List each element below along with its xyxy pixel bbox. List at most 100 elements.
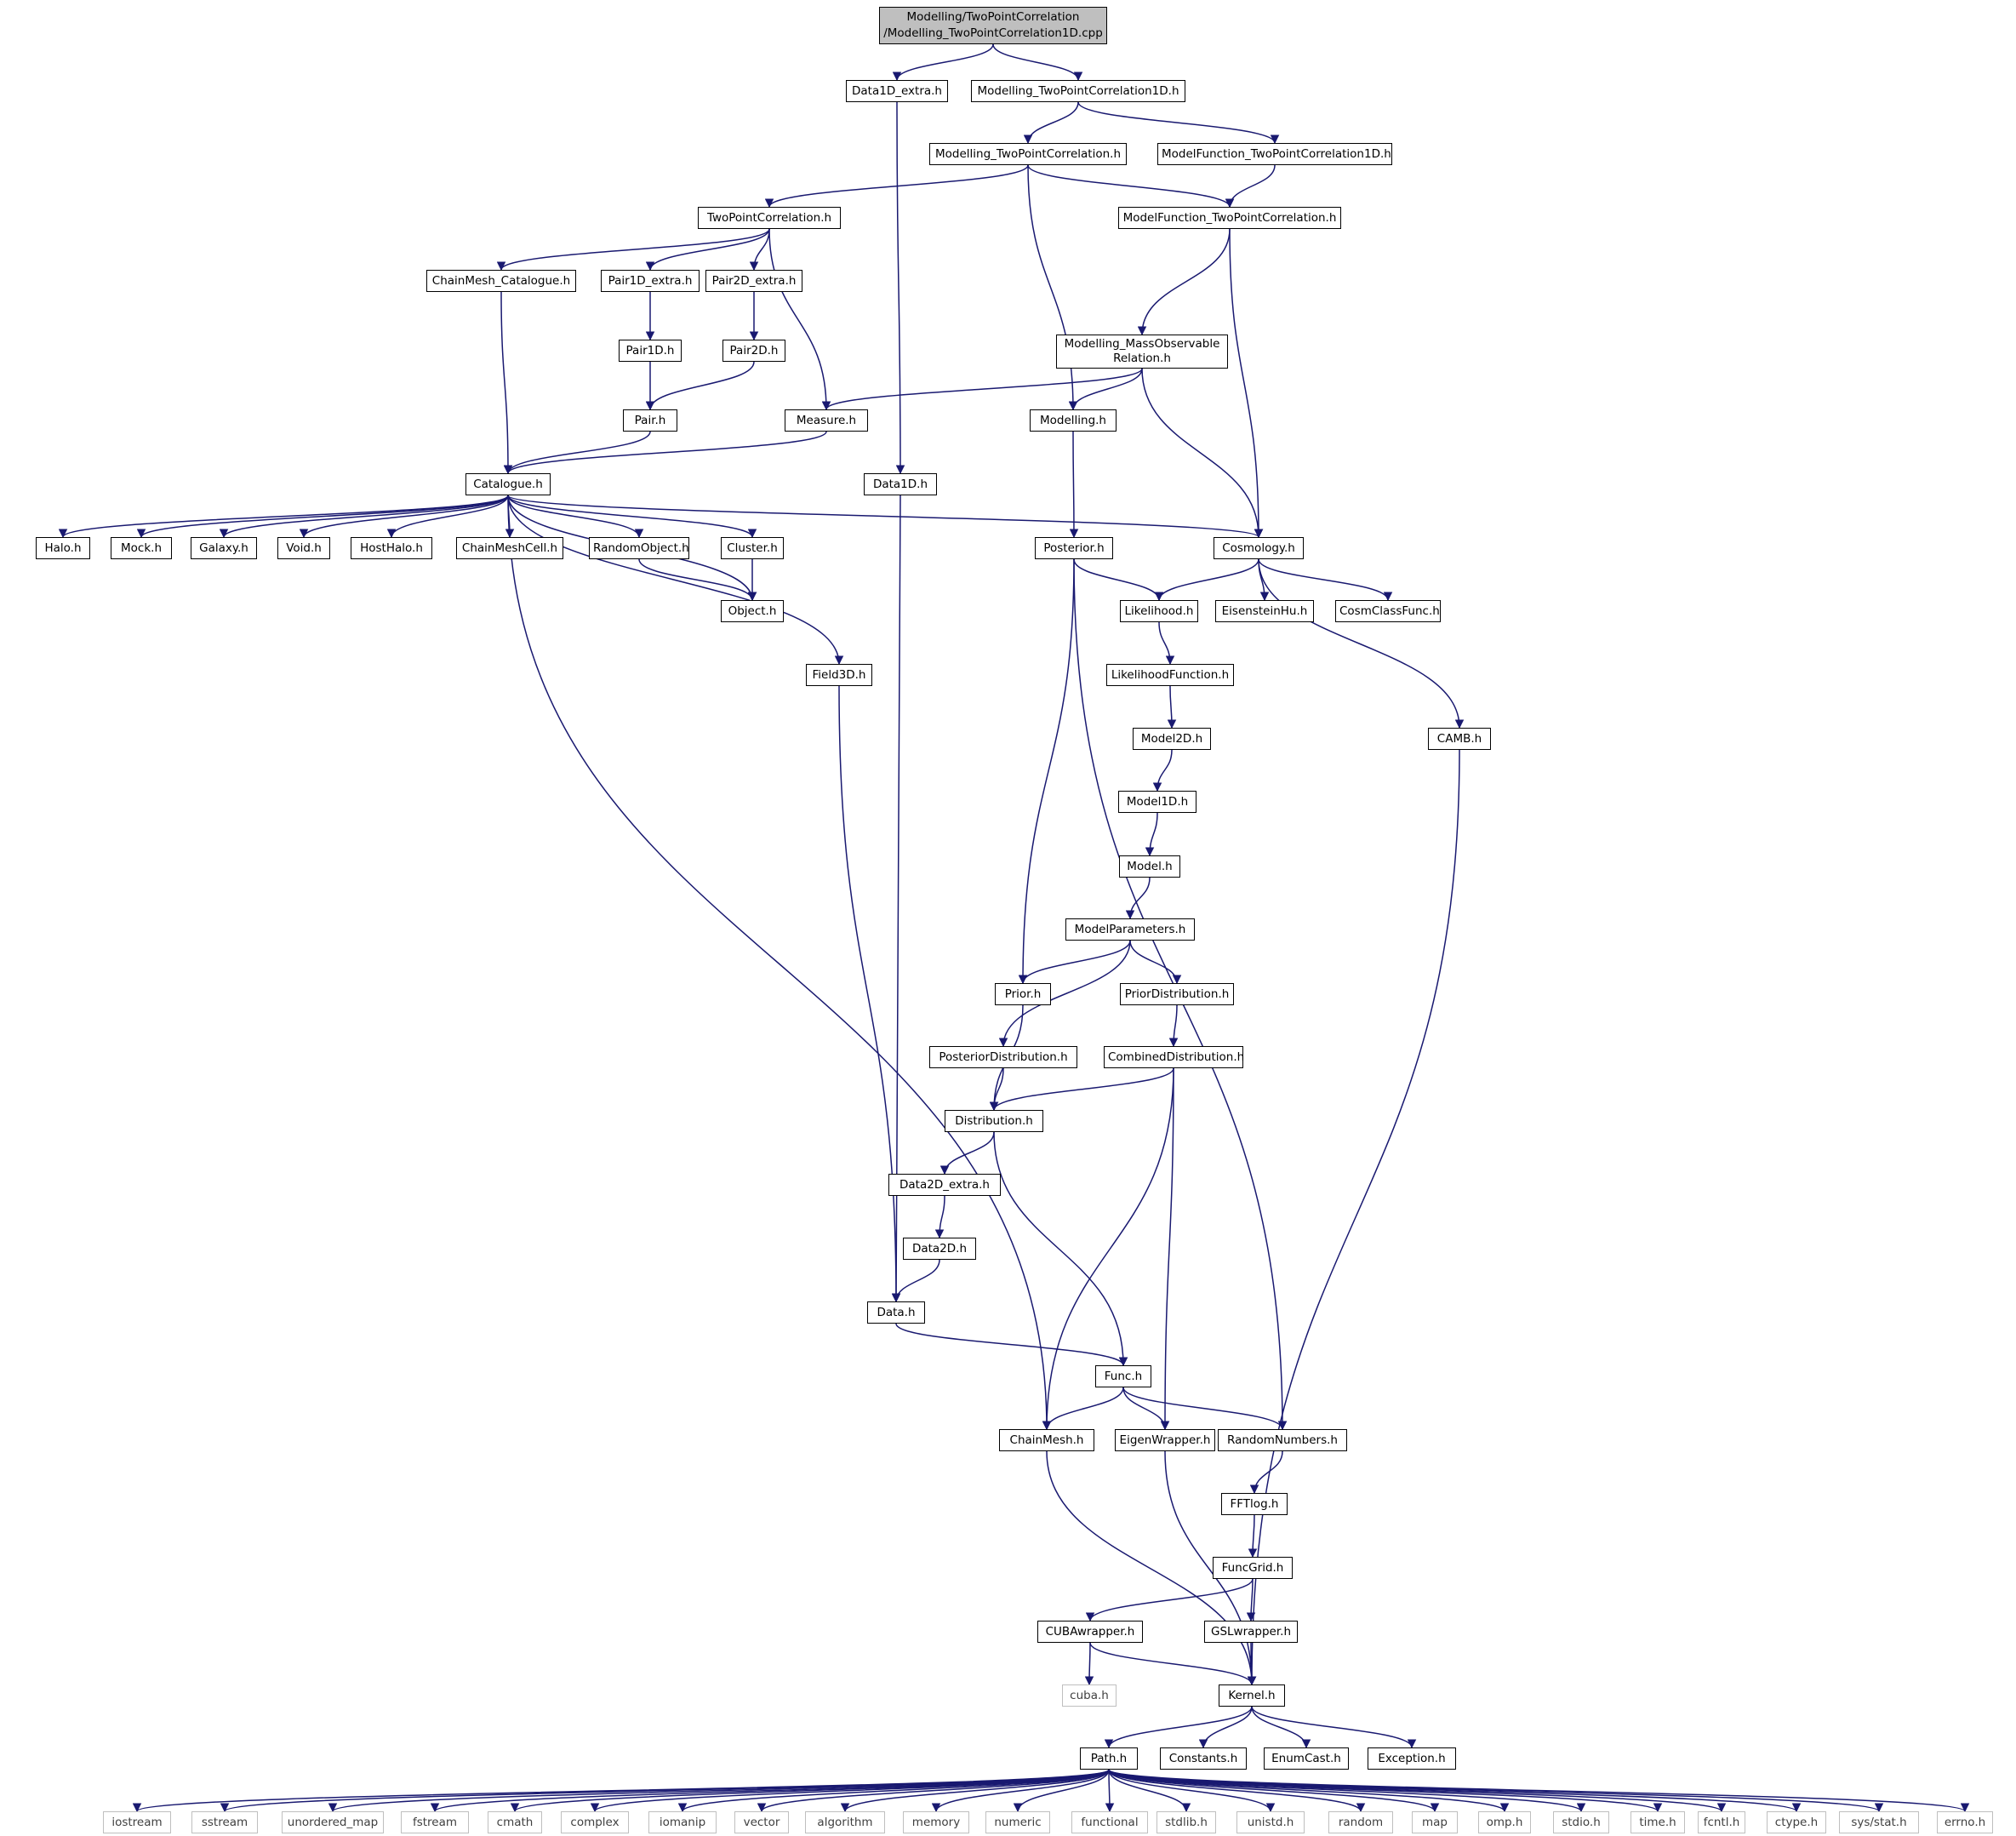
- node-posterior[interactable]: Posterior.h: [1035, 537, 1113, 559]
- edge-func-to-chainmesh: [1042, 1387, 1124, 1431]
- node-func[interactable]: Func.h: [1095, 1365, 1151, 1387]
- node-label: GSLwrapper.h: [1210, 1625, 1292, 1639]
- node-likelihood[interactable]: Likelihood.h: [1120, 600, 1198, 622]
- node-object[interactable]: Object.h: [721, 600, 784, 622]
- node-exception[interactable]: Exception.h: [1368, 1747, 1456, 1770]
- node-label: EnumCast.h: [1271, 1752, 1341, 1765]
- node-data1d[interactable]: Data1D.h: [864, 473, 937, 495]
- node-label: Model2D.h: [1140, 732, 1203, 746]
- node-eigen[interactable]: EigenWrapper.h: [1115, 1429, 1215, 1451]
- node-s-algorithm: algorithm: [805, 1811, 885, 1833]
- node-s-iomanip: iomanip: [648, 1811, 717, 1833]
- node-model[interactable]: Model.h: [1119, 855, 1180, 878]
- node-funcgrid[interactable]: FuncGrid.h: [1213, 1557, 1293, 1579]
- edge-modelparams-to-postdist: [998, 940, 1131, 1048]
- node-data[interactable]: Data.h: [867, 1301, 925, 1324]
- node-model2d[interactable]: Model2D.h: [1133, 728, 1211, 750]
- node-data2d[interactable]: Data2D.h: [903, 1238, 976, 1260]
- node-label: unistd.h: [1247, 1816, 1294, 1829]
- node-label: Pair1D.h: [625, 344, 675, 357]
- edge-mtpc-to-modelling: [1027, 164, 1078, 411]
- node-s-map: map: [1412, 1811, 1458, 1833]
- node-likefunc[interactable]: LikelihoodFunction.h: [1106, 664, 1234, 686]
- node-label: Posterior.h: [1043, 541, 1105, 555]
- node-pair1dx[interactable]: Pair1D_extra.h: [601, 270, 700, 292]
- node-label: PriorDistribution.h: [1124, 987, 1230, 1001]
- node-halo[interactable]: Halo.h: [36, 537, 90, 559]
- node-cosmclass[interactable]: CosmClassFunc.h: [1335, 600, 1441, 622]
- edge-catalogue-to-randobj: [507, 495, 644, 539]
- node-randobj[interactable]: RandomObject.h: [589, 537, 689, 559]
- node-enumcast[interactable]: EnumCast.h: [1264, 1747, 1349, 1770]
- node-gslw[interactable]: GSLwrapper.h: [1204, 1621, 1298, 1643]
- node-data2dx[interactable]: Data2D_extra.h: [888, 1174, 1001, 1196]
- node-camb[interactable]: CAMB.h: [1428, 728, 1491, 750]
- edge-tpc-to-measure: [768, 228, 831, 411]
- edge-path-to-s_ctype: [1108, 1769, 1801, 1813]
- node-catalogue[interactable]: Catalogue.h: [465, 473, 551, 495]
- node-galaxy[interactable]: Galaxy.h: [191, 537, 257, 559]
- node-label: errno.h: [1944, 1816, 1986, 1829]
- node-modelparams[interactable]: ModelParameters.h: [1065, 918, 1195, 941]
- node-label: CAMB.h: [1436, 732, 1482, 746]
- node-mftpc[interactable]: ModelFunction_TwoPointCorrelation.h: [1118, 207, 1341, 229]
- node-mock[interactable]: Mock.h: [111, 537, 172, 559]
- node-pair2dx[interactable]: Pair2D_extra.h: [705, 270, 802, 292]
- node-label: ctype.h: [1774, 1816, 1819, 1829]
- node-priordist[interactable]: PriorDistribution.h: [1120, 983, 1234, 1005]
- node-combdist[interactable]: CombinedDistribution.h: [1104, 1046, 1244, 1068]
- edge-path-to-s_vector: [757, 1769, 1110, 1813]
- node-kernel[interactable]: Kernel.h: [1219, 1684, 1285, 1707]
- node-postdist[interactable]: PosteriorDistribution.h: [929, 1046, 1077, 1068]
- node-label: CUBAwrapper.h: [1045, 1625, 1135, 1639]
- edge-mtpc1d-to-mftpc1d: [1077, 101, 1280, 145]
- node-cmcell[interactable]: ChainMeshCell.h: [456, 537, 563, 559]
- node-prior[interactable]: Prior.h: [995, 983, 1051, 1005]
- node-pair1d[interactable]: Pair1D.h: [619, 340, 682, 362]
- node-measure[interactable]: Measure.h: [785, 409, 868, 432]
- node-label: unordered_map: [287, 1816, 379, 1829]
- node-cluster[interactable]: Cluster.h: [721, 537, 784, 559]
- node-cosmology[interactable]: Cosmology.h: [1214, 537, 1304, 559]
- node-constants[interactable]: Constants.h: [1160, 1747, 1247, 1770]
- node-chainmesh[interactable]: ChainMesh.h: [999, 1429, 1094, 1451]
- edge-mtpc-to-mftpc: [1027, 164, 1235, 209]
- node-s-memory: memory: [903, 1811, 969, 1833]
- node-modelling[interactable]: Modelling.h: [1030, 409, 1117, 432]
- node-label: Data2D.h: [911, 1242, 968, 1255]
- edge-func-to-randnum: [1122, 1387, 1288, 1431]
- node-distribution[interactable]: Distribution.h: [945, 1110, 1043, 1132]
- node-path[interactable]: Path.h: [1080, 1747, 1138, 1770]
- node-s-functional: functional: [1071, 1811, 1148, 1833]
- node-label: EisensteinHu.h: [1221, 604, 1308, 618]
- node-pair2d[interactable]: Pair2D.h: [722, 340, 785, 362]
- edge-mmor-to-measure: [821, 368, 1143, 411]
- node-fftlog[interactable]: FFTlog.h: [1221, 1493, 1288, 1515]
- node-tpc[interactable]: TwoPointCorrelation.h: [698, 207, 841, 229]
- edge-model-to-modelparams: [1125, 877, 1151, 920]
- node-label: Path.h: [1090, 1752, 1128, 1765]
- node-mtpc1d[interactable]: Modelling_TwoPointCorrelation1D.h: [971, 80, 1185, 102]
- node-cubaw[interactable]: CUBAwrapper.h: [1037, 1621, 1143, 1643]
- node-field3d[interactable]: Field3D.h: [806, 664, 872, 686]
- node-root[interactable]: Modelling/TwoPointCorrelation/Modelling_…: [879, 7, 1107, 44]
- node-pair[interactable]: Pair.h: [623, 409, 677, 432]
- node-void[interactable]: Void.h: [277, 537, 330, 559]
- node-label: Model1D.h: [1126, 795, 1189, 809]
- node-data1d-extra[interactable]: Data1D_extra.h: [846, 80, 948, 102]
- node-randnum[interactable]: RandomNumbers.h: [1218, 1429, 1347, 1451]
- edge-path-to-s_sysstat: [1108, 1769, 1883, 1813]
- node-hosthalo[interactable]: HostHalo.h: [351, 537, 432, 559]
- node-cmcat[interactable]: ChainMesh_Catalogue.h: [426, 270, 576, 292]
- node-label: random: [1338, 1816, 1384, 1829]
- edge-path-to-s_iomanip: [677, 1769, 1110, 1813]
- node-s-vector: vector: [734, 1811, 789, 1833]
- node-label: iomanip: [659, 1816, 706, 1829]
- node-mtpc[interactable]: Modelling_TwoPointCorrelation.h: [929, 143, 1127, 165]
- node-eisenstein[interactable]: EisensteinHu.h: [1215, 600, 1314, 622]
- edge-randnum-to-fftlog: [1249, 1450, 1283, 1495]
- node-model1d[interactable]: Model1D.h: [1118, 791, 1196, 813]
- edge-mtpc1d-to-mtpc: [1023, 101, 1079, 145]
- node-mftpc1d[interactable]: ModelFunction_TwoPointCorrelation1D.h: [1157, 143, 1392, 165]
